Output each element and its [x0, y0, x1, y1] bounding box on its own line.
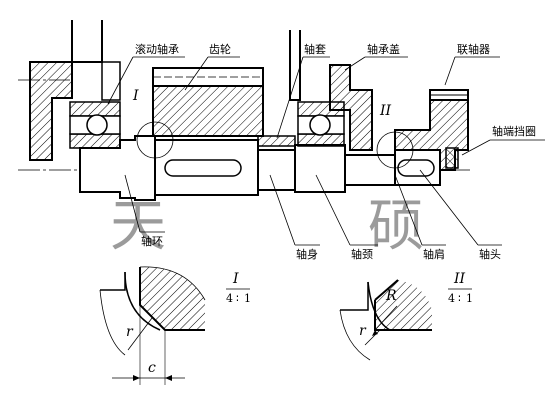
detail-circle-one	[136, 121, 174, 159]
coupling	[394, 89, 469, 171]
detail-two-scale-num: 4	[448, 292, 455, 305]
left-rolling-bearing	[69, 101, 121, 149]
watermark-char-1: 天	[110, 194, 166, 259]
label-rolling-bearing: 滚动轴承	[135, 42, 179, 56]
roman-one-marker: I	[132, 88, 139, 104]
label-shaft-end-plate: 轴端挡圈	[492, 124, 536, 138]
detail-view-two	[339, 279, 432, 361]
label-bearing-cover: 轴承盖	[367, 42, 400, 56]
detail-one-r: r	[126, 324, 134, 340]
right-rolling-bearing	[297, 101, 345, 147]
left-housing	[29, 20, 121, 161]
label-gear: 齿轮	[209, 42, 231, 56]
detail-circle-two	[376, 131, 414, 169]
detail-two-colon: ∶	[458, 292, 461, 305]
detail-two-roman: II	[453, 271, 466, 287]
detail-two-R: R	[385, 288, 397, 304]
label-coupling: 联轴器	[457, 42, 490, 56]
label-shaft-ring: 轴环	[141, 234, 163, 248]
detail-one-c: c	[148, 360, 156, 376]
detail-view-one	[99, 266, 206, 385]
label-shaft-body: 轴身	[296, 247, 318, 261]
detail-one-roman: I	[232, 271, 239, 287]
detail-one-colon: ∶	[236, 292, 239, 305]
label-journal: 轴颈	[351, 247, 373, 261]
label-sleeve: 轴套	[304, 42, 326, 56]
detail-two-r: r	[359, 323, 367, 339]
shaft	[79, 135, 441, 201]
label-shaft-head: 轴头	[479, 247, 501, 261]
detail-two-scale-den: 1	[466, 292, 473, 305]
label-shaft-shoulder: 轴肩	[423, 247, 445, 261]
shaft-end-plate	[445, 147, 459, 169]
detail-one-scale-num: 4	[226, 292, 233, 305]
watermark-char-2: 硕	[368, 194, 424, 259]
gear	[152, 67, 264, 137]
sleeve	[257, 135, 296, 147]
leader-lines	[107, 56, 545, 246]
roman-two-marker: II	[379, 103, 392, 119]
detail-one-scale-den: 1	[244, 292, 251, 305]
